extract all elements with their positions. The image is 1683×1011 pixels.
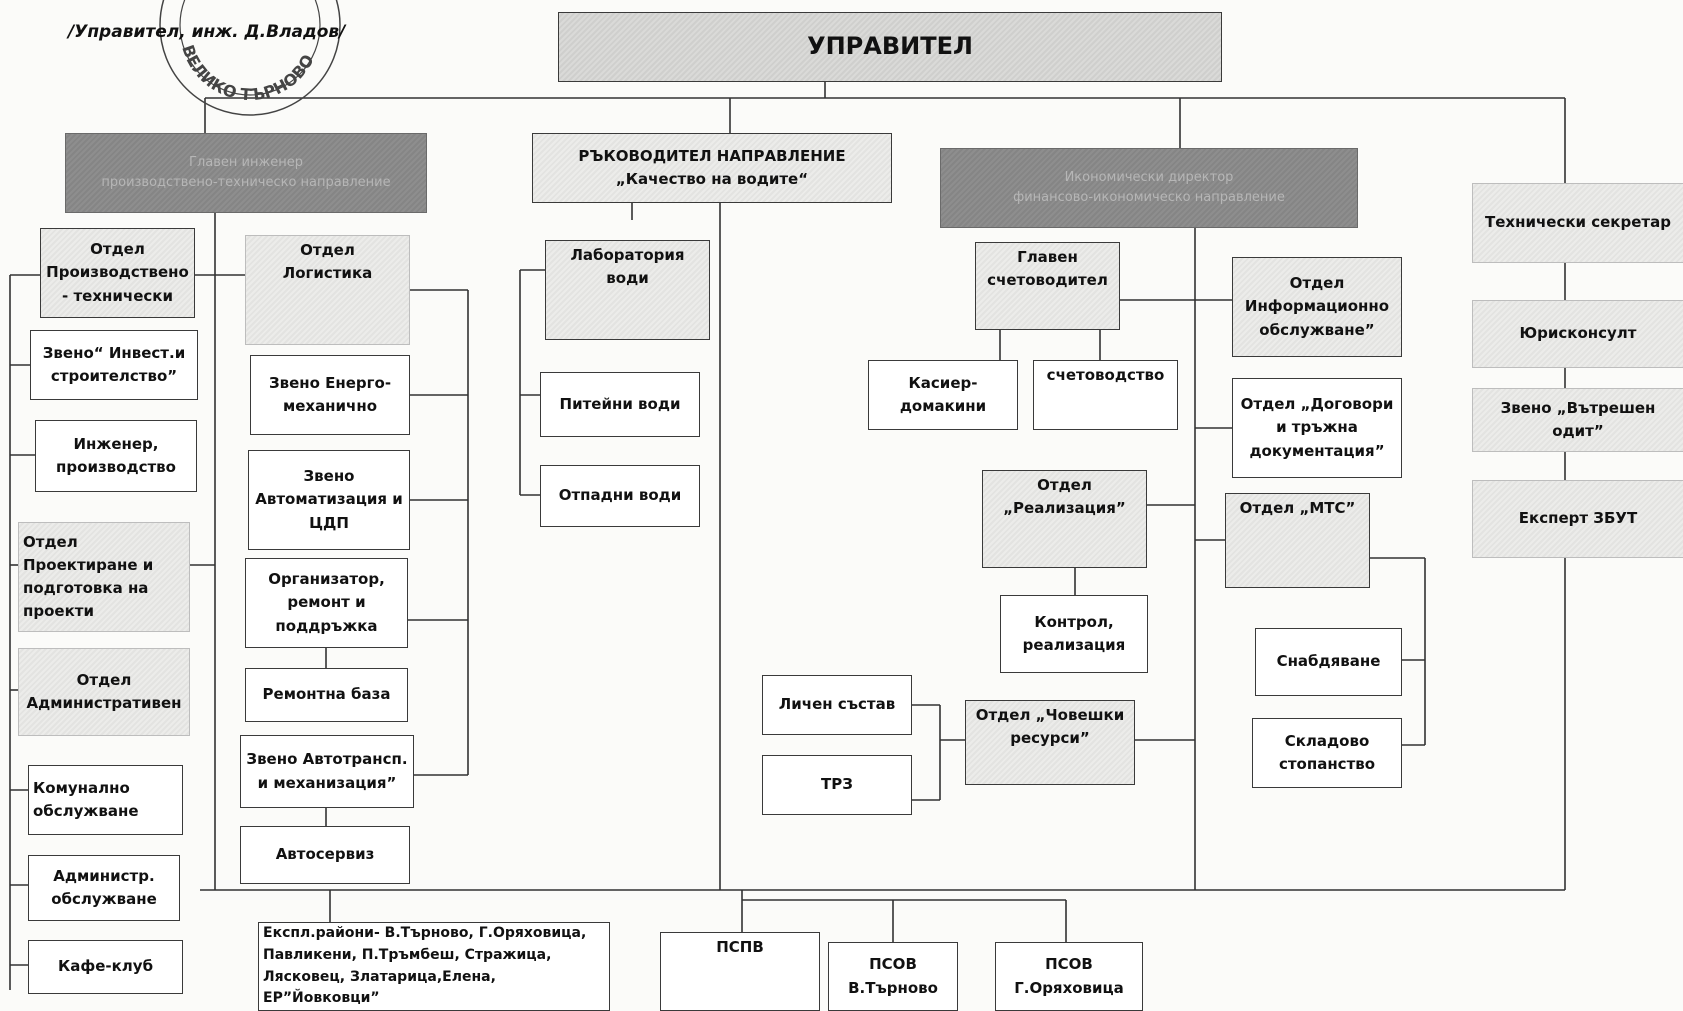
pspv-box: ПСПВ [660, 932, 820, 1011]
legal-counsel: Юрисконсулт [1472, 300, 1683, 368]
dept-mts: Отдел „МТС” [1225, 493, 1370, 588]
admin-services: Администр. обслужване [28, 855, 180, 921]
chief-engineer-subtitle: производствено-техническо направление [101, 175, 391, 190]
chief-accountant: Главен счетоводител [975, 242, 1120, 330]
dept-sales: Отдел „Реализация” [982, 470, 1147, 568]
dept-logistics: Отдел Логистика [245, 235, 410, 345]
psov-gorna-oryahovitsa: ПСОВ Г.Оряховица [995, 942, 1143, 1011]
operational-regions: Експл.райони- В.Търново, Г.Оряховица, Па… [258, 922, 610, 1011]
finance-director-box: Икономически директор финансово-икономич… [940, 148, 1358, 228]
organizer-repair: Организатор, ремонт и поддръжка [245, 558, 408, 648]
car-service: Автосервиз [240, 826, 410, 884]
dept-design-projects: Отдел Проектиране и подготовка на проект… [18, 522, 190, 632]
accounting: счетоводство [1033, 360, 1178, 430]
supply: Снабдяване [1255, 628, 1402, 696]
dept-information-services: Отдел Информационно обслужване” [1232, 257, 1402, 357]
stamp-seal: ВЕЛИКО ТЪРНОВО [159, 0, 341, 116]
dept-contracts-tenders: Отдел „Договори и тръжна документация” [1232, 378, 1402, 478]
psov-veliko-tarnovo: ПСОВ В.Търново [828, 942, 958, 1011]
communal-services: Комунално обслужване [28, 765, 183, 835]
svg-text:ВЕЛИКО ТЪРНОВО: ВЕЛИКО ТЪРНОВО [178, 42, 318, 104]
drinking-water: Питейни води [540, 372, 700, 437]
chief-engineer-box: Главен инженер производствено-техническо… [65, 133, 427, 213]
internal-audit-unit: Звено „Вътрешен одит” [1472, 388, 1683, 452]
technical-secretary: Технически секретар [1472, 183, 1683, 263]
engineer-production: Инженер, производство [35, 420, 197, 492]
unit-automation-cdp: Звено Автоматизация и ЦДП [248, 450, 410, 550]
approver-signature: /Управител, инж. Д.Владов/ [68, 22, 346, 42]
unit-auto-transport: Звено Автотрансп. и механизация” [240, 735, 414, 808]
occupational-safety-expert: Експерт ЗБУТ [1472, 480, 1683, 558]
payroll: ТРЗ [762, 755, 912, 815]
repair-base: Ремонтна база [245, 668, 408, 722]
personnel: Личен състав [762, 675, 912, 735]
waste-water: Отпадни води [540, 465, 700, 527]
chief-engineer-title: Главен инженер [189, 154, 303, 170]
unit-energy-mechanical: Звено Енерго- механично [250, 355, 410, 435]
cashier: Касиер- домакини [868, 360, 1018, 430]
finance-director-subtitle: финансово-икономическо направление [1013, 190, 1285, 205]
warehouse: Складово стопанство [1252, 718, 1402, 788]
unit-investment-construction: Звено“ Инвест.и строителство” [30, 330, 198, 400]
dept-human-resources: Отдел „Човешки ресурси” [965, 700, 1135, 785]
finance-director-title: Икономически директор [1064, 169, 1234, 185]
quality-head-box: РЪКОВОДИТЕЛ НАПРАВЛЕНИЕ „Качество на вод… [532, 133, 892, 203]
manager-box: УПРАВИТЕЛ [558, 12, 1222, 82]
water-laboratory: Лаборатория води [545, 240, 710, 340]
dept-production-technical: Отдел Производствено - технически [40, 228, 195, 318]
dept-administrative: Отдел Административен [18, 648, 190, 736]
sales-control: Контрол, реализация [1000, 595, 1148, 673]
cafe-club: Кафе-клуб [28, 940, 183, 994]
